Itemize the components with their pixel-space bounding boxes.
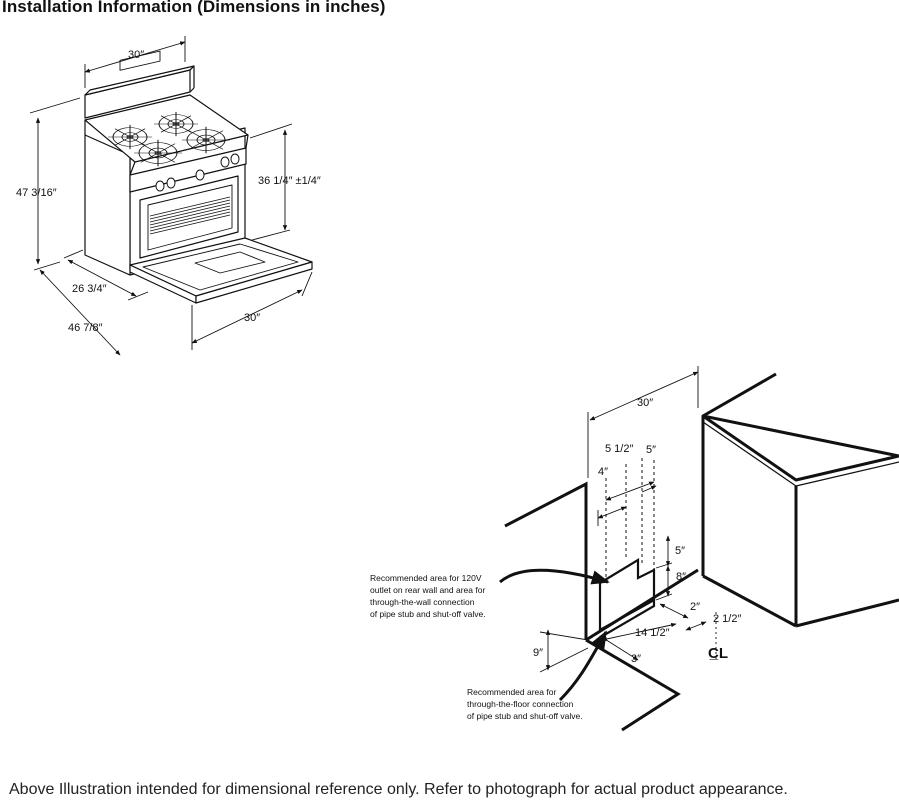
range-side-face — [84, 134, 131, 276]
floor-callout-arrow — [558, 630, 608, 702]
range-width-top-label: 30″ — [128, 49, 144, 61]
burner-front-right — [182, 126, 230, 154]
floor-note-line-3: of pipe stub and shut-off valve. — [467, 711, 583, 721]
control-knobs — [155, 153, 240, 192]
burner-rear-left — [108, 124, 152, 150]
wall-note-line-2: outlet on rear wall and area for — [370, 585, 485, 595]
install-dim-14-1-2-label: 14 1/2″ — [635, 627, 670, 639]
wall-area-note: Recommended area for 120V outlet on rear… — [370, 573, 486, 619]
floor-note-line-2: through-the-floor connection — [467, 699, 574, 709]
range-dimensions — [29, 36, 313, 356]
floor-note-line-1: Recommended area for — [467, 687, 556, 697]
install-dim-5-vertical-label: 5″ — [675, 545, 685, 557]
wall-note-line-1: Recommended area for 120V — [370, 573, 482, 583]
burner-grates — [108, 111, 230, 167]
wall-callout-arrow — [499, 568, 610, 585]
centerline-symbol: C̲L — [708, 645, 728, 662]
disclaimer-footer: Above Illustration intended for dimensio… — [9, 781, 788, 798]
wall-note-line-3: through-the-wall connection — [370, 597, 475, 607]
burner-front-left — [134, 139, 182, 167]
install-dim-5-label: 5″ — [646, 444, 656, 456]
install-dim-2-label: 2″ — [690, 601, 700, 613]
floor-area-note: Recommended area for through-the-floor c… — [467, 687, 583, 721]
burner-rear-right — [154, 111, 198, 137]
install-dim-4-label: 4″ — [598, 466, 608, 478]
page-title: Installation Information (Dimensions in … — [2, 0, 386, 16]
range-height-cooktop-label: 36 1/4″ ±1/4″ — [258, 175, 321, 187]
installation-dimensions — [539, 366, 717, 673]
wall-connection-area — [598, 558, 656, 632]
install-dim-5-1-2-label: 5 1/2″ — [605, 443, 633, 455]
oven-racks — [149, 196, 231, 235]
callout-leaders — [499, 568, 610, 702]
install-width-label: 30″ — [637, 397, 653, 409]
range-depth-open-label: 46 7/8″ — [68, 322, 103, 334]
install-dim-2-1-2-label: 2 1/2″ — [713, 613, 741, 625]
range-width-door-label: 30″ — [244, 312, 260, 324]
range-height-total-label: 47 3/16″ — [16, 187, 57, 199]
installation-reference-lines — [605, 458, 655, 580]
floor-connection-area — [599, 598, 656, 635]
range-illustration — [84, 50, 313, 304]
install-dim-8-label: 8″ — [676, 571, 686, 583]
range-depth-closed-label: 26 3/4″ — [72, 283, 107, 295]
install-dim-3-label: 3″ — [631, 653, 641, 665]
install-dim-9-label: 9″ — [533, 647, 543, 659]
adjacent-cabinet — [701, 372, 899, 628]
wall-note-line-4: of pipe stub and shut-off valve. — [370, 609, 486, 619]
